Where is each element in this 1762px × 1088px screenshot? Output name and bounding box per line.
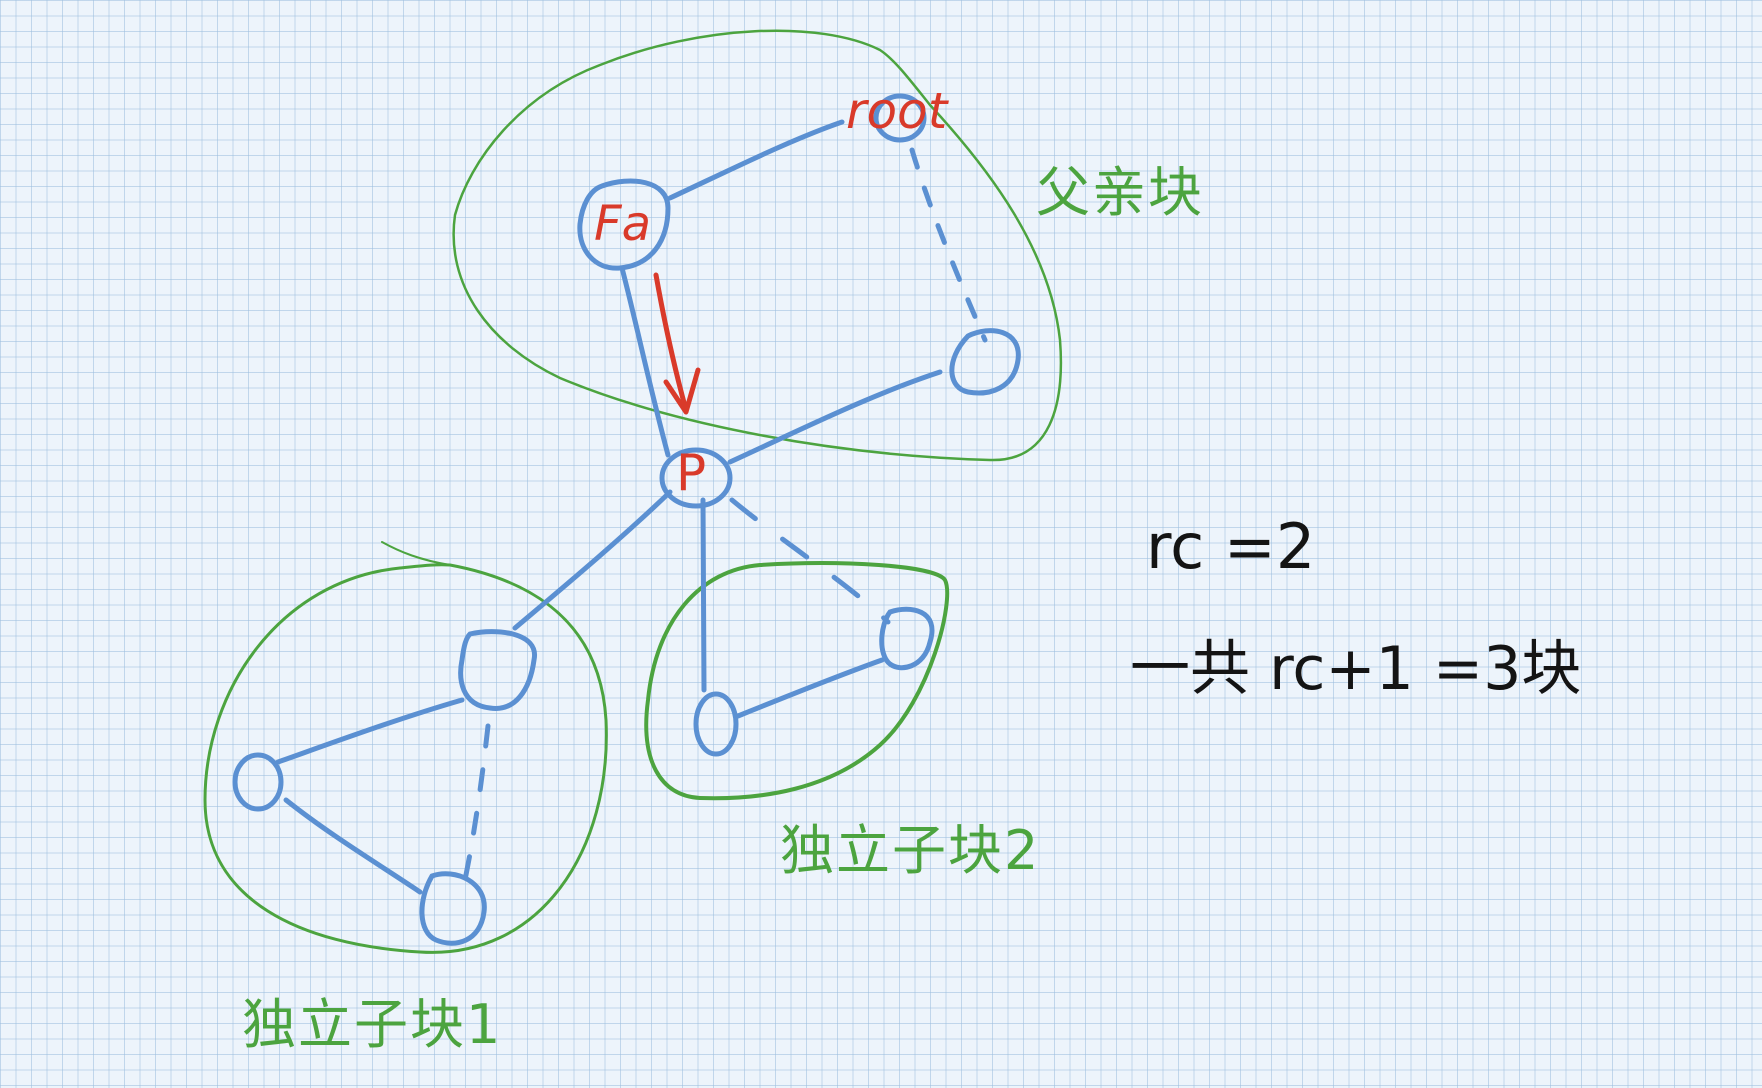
label-p: P — [676, 444, 707, 502]
node-child1-bottom — [419, 871, 487, 946]
edge-child2-pair — [735, 657, 885, 719]
edge-p-child2-bottom — [700, 497, 707, 693]
child-block-2-outline — [644, 561, 950, 801]
edge-child1-top-left — [275, 697, 465, 765]
label-child-block-2: 独立子块2 — [780, 819, 1041, 882]
label-total: 一共 rc+1 =3块 — [1130, 634, 1582, 704]
parent-block-outline — [452, 29, 1063, 462]
node-child1-left — [232, 752, 284, 812]
node-root — [873, 93, 927, 143]
label-root: root — [846, 82, 948, 140]
node-child1-top — [458, 629, 537, 711]
node-child2-right — [879, 606, 935, 671]
label-rc: rc =2 — [1146, 510, 1316, 583]
edge-root-node-dashed — [909, 147, 988, 343]
edge-p-child2-dashed — [729, 497, 891, 625]
label-parent-block: 父亲块 — [1036, 161, 1204, 224]
edge-p-child1 — [512, 489, 673, 631]
label-child-block-1: 独立子块1 — [242, 993, 503, 1056]
edge-root-fa — [667, 119, 845, 201]
label-fa: Fa — [594, 196, 652, 252]
arrow-fa-to-p — [653, 272, 689, 413]
edge-node-p — [727, 369, 943, 465]
node-fa — [577, 178, 671, 271]
node-child2-left — [693, 691, 739, 757]
child-block-1-tail — [381, 541, 451, 566]
edge-child1-top-bottom-dashed — [462, 723, 491, 883]
node-right — [949, 328, 1021, 396]
child-block-1-outline — [203, 563, 608, 954]
node-p — [659, 447, 733, 509]
arrow-head-icon — [663, 367, 701, 415]
edge-fa-p — [619, 265, 671, 458]
edge-child1-left-bottom — [283, 797, 423, 895]
